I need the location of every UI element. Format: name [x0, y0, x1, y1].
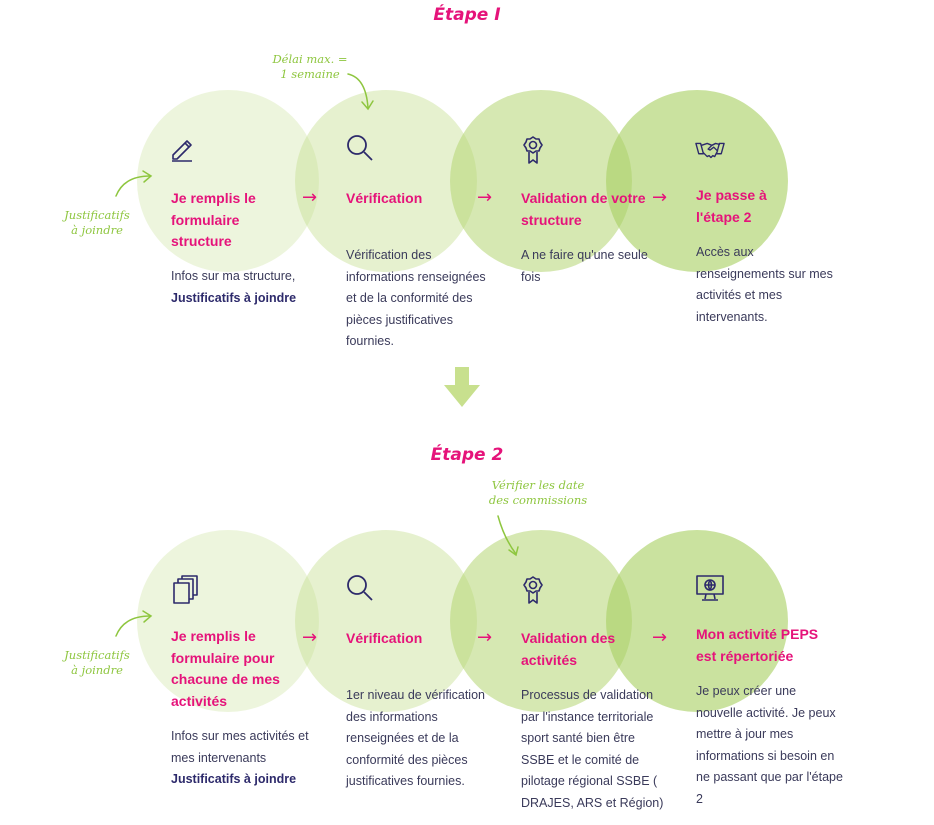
step-title: Mon activité PEPS est répertoriée: [696, 626, 819, 664]
step-title: Je passe à l'étape 2: [696, 187, 767, 225]
etape2-heading: Étape 2: [430, 445, 504, 465]
step-title: Validation des activités: [521, 630, 616, 668]
step-title: Vérification: [346, 190, 423, 206]
curved-arrow-icon: [347, 73, 374, 111]
justificatifs-note: Justificatifs à joindre: [64, 648, 130, 677]
step-title: Je remplis le formulaire pour chacune de…: [171, 628, 280, 709]
award-ribbon-icon: [523, 136, 543, 164]
documents-icon: [173, 575, 198, 604]
next-step-arrow: →: [652, 187, 668, 208]
step-description: Vérification des informations renseignée…: [346, 248, 486, 348]
next-step-arrow: →: [477, 187, 493, 208]
next-step-arrow: →: [477, 627, 493, 648]
commission-dates-note: Vérifier les date des commissions: [488, 478, 588, 507]
curved-arrow-icon: [115, 610, 153, 637]
step-description: Infos sur ma structure, Justificatifs à …: [171, 269, 297, 305]
curved-arrow-icon: [497, 515, 519, 557]
step-description: 1er niveau de vérification des informati…: [346, 688, 485, 788]
delay-note: Délai max. = 1 semaine: [272, 52, 348, 81]
award-ribbon-icon: [523, 576, 543, 604]
search-icon: [347, 135, 373, 161]
monitor-globe-icon: [696, 575, 724, 601]
next-step-arrow: →: [302, 187, 318, 208]
step-description: Processus de validation par l'instance t…: [521, 688, 664, 810]
step-circle: [450, 90, 632, 272]
step-circle: [606, 90, 788, 272]
step-circle: [137, 530, 319, 712]
step-description-bold: Justificatifs à joindre: [171, 772, 297, 786]
handshake-icon: [695, 142, 725, 159]
step-description: Accès aux renseignements sur mes activit…: [696, 245, 833, 324]
search-icon: [347, 575, 373, 601]
next-step-arrow: →: [302, 627, 318, 648]
step-description-bold: Justificatifs à joindre: [171, 290, 297, 305]
step-title: Je remplis le formulaire structure: [171, 190, 256, 249]
step-circle: [450, 530, 632, 712]
step-circle: [606, 530, 788, 712]
curved-arrow-icon: [115, 170, 153, 197]
etape1-heading: Étape I: [433, 5, 501, 25]
justificatifs-note: Justificatifs à joindre: [64, 208, 130, 237]
step-description: A ne faire qu'une seule fois: [521, 248, 648, 284]
step-title: Validation de votre structure: [521, 190, 646, 228]
pencil-icon: [172, 140, 192, 162]
step-description: Je peux créer une nouvelle activité. Je …: [696, 684, 843, 806]
down-arrow-icon: [444, 367, 480, 407]
step-circle: [137, 90, 319, 272]
step-description: Infos sur mes activités et mes intervena…: [171, 729, 309, 786]
next-step-arrow: →: [652, 627, 668, 648]
step-title: Vérification: [346, 630, 423, 646]
step-circle: [295, 90, 477, 272]
step-circle: [295, 530, 477, 712]
